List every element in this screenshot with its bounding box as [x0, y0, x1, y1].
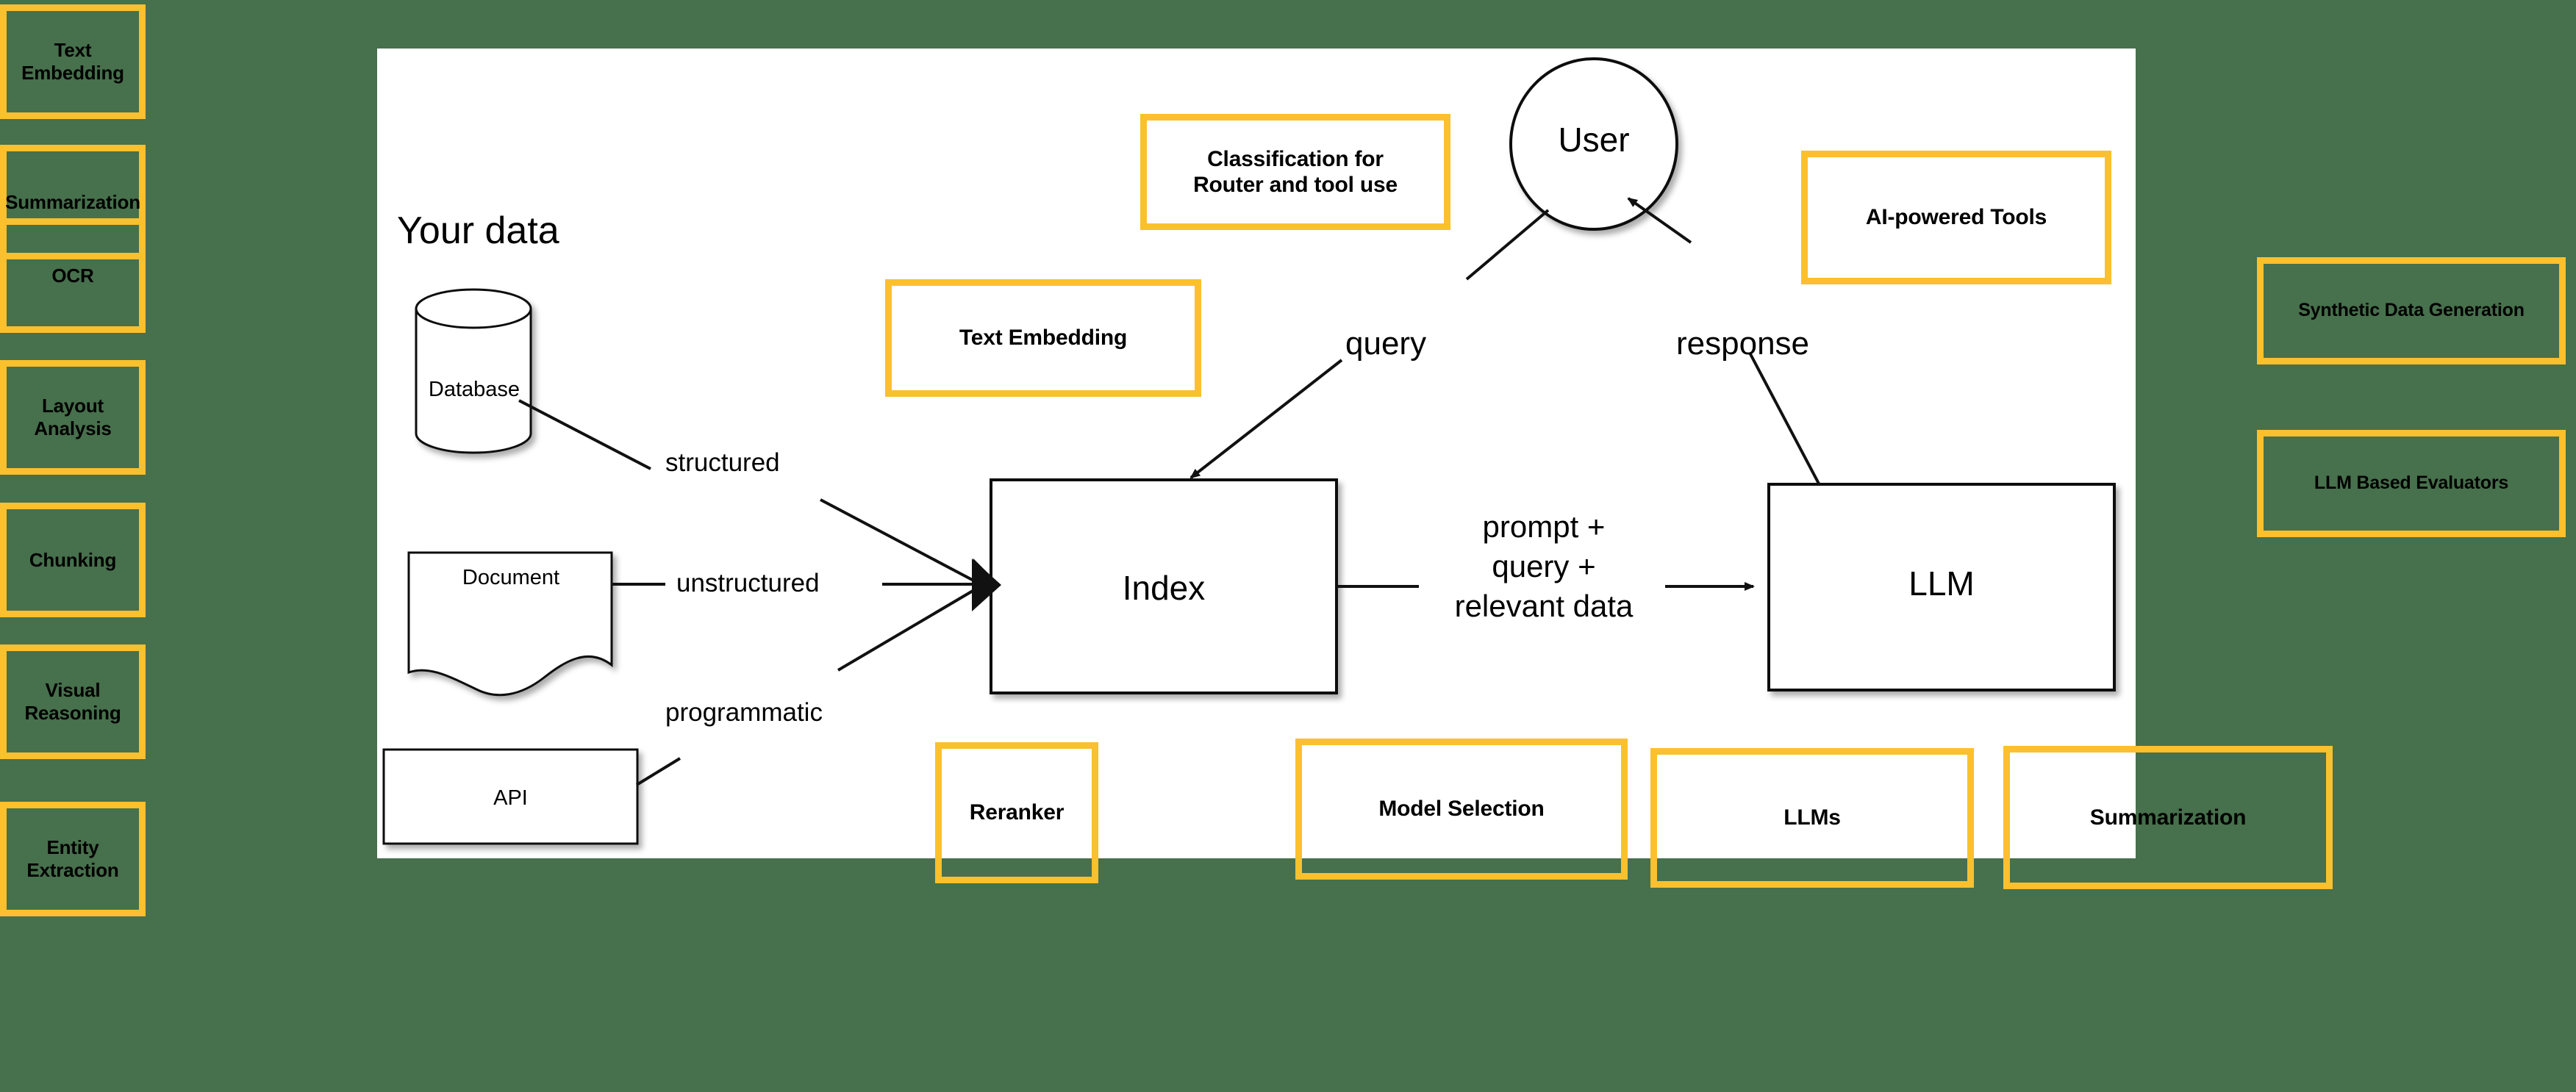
callout-label: Reranker	[969, 800, 1065, 825]
prompt-line-3: relevant data	[1454, 588, 1634, 623]
callout-label: Summarization	[2089, 805, 2247, 830]
rail-item-label: Layout Analysis	[34, 395, 112, 439]
rail-item-label: LLM Based Evaluators	[2314, 473, 2509, 494]
callout-classification-router-tool-use[interactable]: Classification for Router and tool use	[1140, 114, 1450, 230]
callout-text-embedding[interactable]: Text Embedding	[885, 279, 1201, 397]
rail-item-label: Chunking	[29, 548, 117, 571]
rail-item-synthetic-data-generation[interactable]: Synthetic Data Generation	[2257, 257, 2566, 364]
document-label: Document	[462, 566, 560, 589]
index-label: Index	[1122, 569, 1206, 607]
rail-item-label: Synthetic Data Generation	[2298, 300, 2525, 321]
edge-label-query: query	[1345, 326, 1427, 362]
edge-label-structured: structured	[665, 448, 780, 477]
api-label: API	[493, 786, 528, 810]
edge-label-unstructured: unstructured	[676, 569, 820, 597]
edge-label-response: response	[1676, 326, 1810, 362]
callout-label: Classification for Router and tool use	[1193, 146, 1398, 197]
prompt-line-2: query +	[1492, 548, 1596, 583]
rail-item-summarization[interactable]: Summarization	[0, 145, 146, 259]
rail-item-llm-based-evaluators[interactable]: LLM Based Evaluators	[2257, 430, 2566, 537]
rail-item-label: Text Embedding	[21, 39, 124, 84]
database-label: Database	[428, 378, 520, 401]
callout-label: Text Embedding	[959, 326, 1128, 351]
rail-item-text-embedding[interactable]: Text Embedding	[0, 4, 146, 119]
callout-model-selection[interactable]: Model Selection	[1295, 739, 1628, 880]
callout-ai-powered-tools[interactable]: AI-powered Tools	[1801, 151, 2111, 284]
rail-item-label: Visual Reasoning	[24, 679, 121, 724]
rail-item-layout-analysis[interactable]: Layout Analysis	[0, 360, 146, 475]
callout-label: AI-powered Tools	[1865, 205, 2047, 230]
your-data-title: Your data	[397, 209, 559, 252]
prompt-line-1: prompt +	[1482, 509, 1606, 544]
rail-item-label: Entity Extraction	[26, 836, 119, 881]
rail-item-label: OCR	[51, 264, 94, 287]
callout-summarization[interactable]: Summarization	[2003, 746, 2333, 889]
callout-llms[interactable]: LLMs	[1650, 748, 1974, 888]
edge-label-programmatic: programmatic	[665, 698, 823, 727]
edge-label-prompt-query-data: prompt + query + relevant data	[1419, 507, 1669, 625]
callout-reranker[interactable]: Reranker	[935, 742, 1098, 883]
callout-label: LLMs	[1783, 805, 1841, 830]
rail-item-label: Summarization	[5, 190, 140, 213]
rail-item-entity-extraction[interactable]: Entity Extraction	[0, 802, 146, 916]
rail-item-chunking[interactable]: Chunking	[0, 503, 146, 617]
callout-label: Model Selection	[1378, 797, 1545, 822]
llm-label: LLM	[1908, 564, 1975, 603]
rail-item-visual-reasoning[interactable]: Visual Reasoning	[0, 644, 146, 759]
user-label: User	[1558, 121, 1630, 159]
rail-item-ocr[interactable]: OCR	[0, 218, 146, 333]
left-rail: Text Embedding Summarization OCR Layout …	[0, 0, 147, 1092]
